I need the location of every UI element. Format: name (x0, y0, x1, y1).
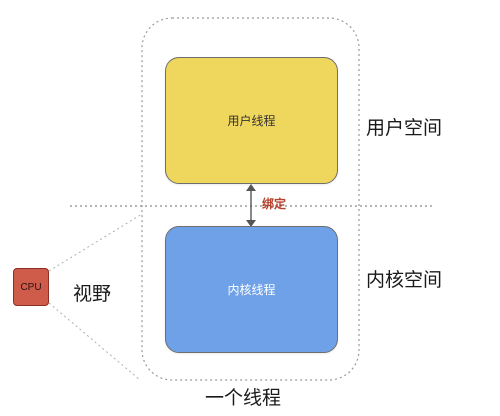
user-space-label: 用户空间 (366, 117, 443, 139)
view-label: 视野 (73, 283, 112, 305)
cpu-label: CPU (20, 281, 42, 293)
kernel-space-label: 内核空间 (366, 269, 443, 291)
kernel-thread-box: 内核线程 (165, 226, 338, 353)
bind-label: 绑定 (262, 197, 287, 211)
kernel-thread-label: 内核线程 (227, 283, 276, 297)
view-line-upper (48, 213, 143, 272)
view-line-lower (48, 302, 141, 381)
user-thread-box: 用户线程 (165, 57, 338, 184)
bind-arrow (246, 184, 256, 227)
thread-label: 一个线程 (205, 387, 282, 409)
thread-container-outline (141, 17, 360, 381)
cpu-box: CPU (13, 268, 49, 306)
user-thread-label: 用户线程 (227, 114, 276, 128)
